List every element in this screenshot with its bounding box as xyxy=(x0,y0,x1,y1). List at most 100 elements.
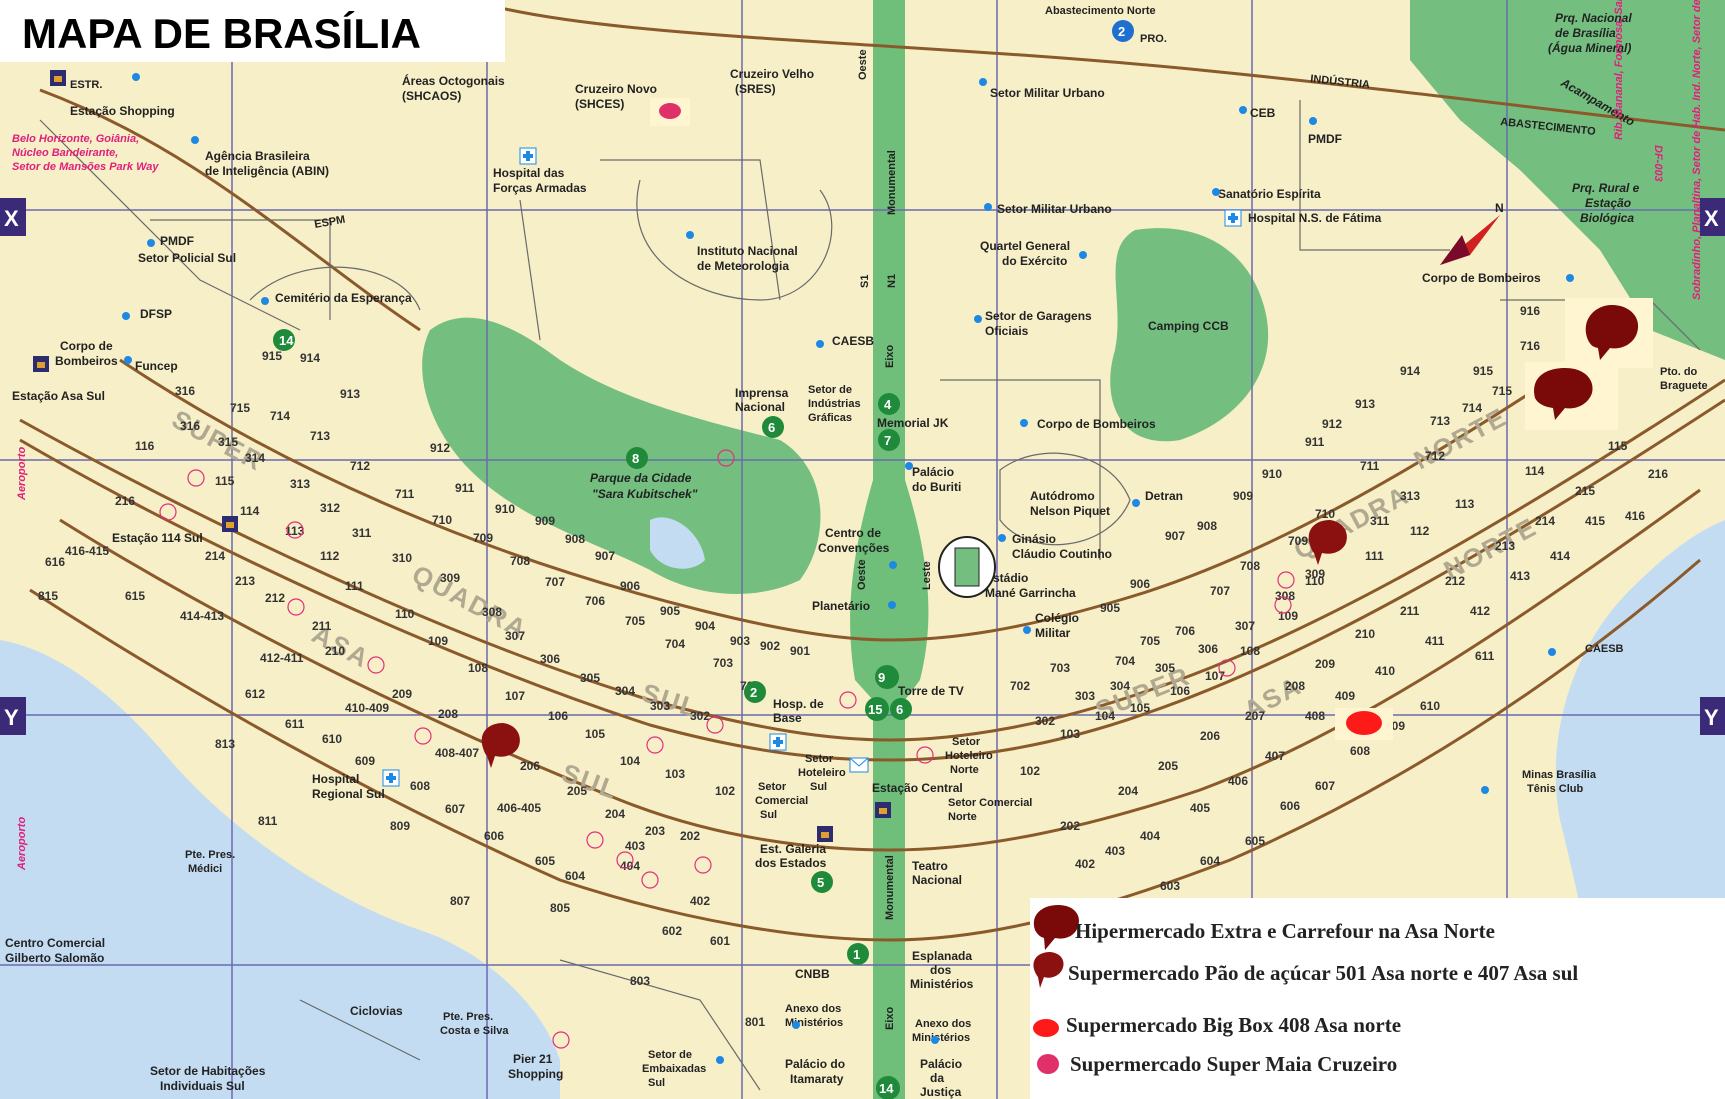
place-camping: Camping CCB xyxy=(1148,319,1229,333)
place-corpo-bombeiros-c: Corpo de Bombeiros xyxy=(1037,417,1156,431)
label-df003: DF-003 xyxy=(1652,145,1664,182)
legend: Hipermercado Extra e Carrefour na Asa No… xyxy=(1030,898,1725,1099)
svg-text:416: 416 xyxy=(1625,509,1645,523)
svg-text:912: 912 xyxy=(430,441,450,455)
svg-text:414-413: 414-413 xyxy=(180,609,224,623)
svg-text:813: 813 xyxy=(215,737,235,751)
svg-text:402: 402 xyxy=(690,894,710,908)
svg-text:807: 807 xyxy=(450,894,470,908)
svg-text:Y: Y xyxy=(1704,705,1719,730)
place-ginasio-2: Cláudio Coutinho xyxy=(1012,547,1112,561)
svg-text:616: 616 xyxy=(45,555,65,569)
svg-text:4: 4 xyxy=(884,397,892,412)
svg-text:910: 910 xyxy=(1262,467,1282,481)
stadium-icon xyxy=(938,536,996,598)
svg-text:109: 109 xyxy=(428,634,448,648)
place-caesb: CAESB xyxy=(832,334,874,348)
svg-text:112: 112 xyxy=(320,549,340,563)
place-comercial-n-2: Norte xyxy=(948,811,977,823)
legend-item-super-maia: Supermercado Super Maia Cruzeiro xyxy=(1037,1052,1397,1076)
route-badge-1: 1 xyxy=(847,943,869,965)
svg-text:X: X xyxy=(1704,206,1719,231)
route-badge-12: 9 xyxy=(875,665,899,689)
marker-hipermercado-extra xyxy=(1565,298,1653,368)
svg-text:408-407: 408-407 xyxy=(435,746,479,760)
svg-text:303: 303 xyxy=(1075,689,1095,703)
svg-text:713: 713 xyxy=(1430,414,1450,428)
svg-text:213: 213 xyxy=(1495,539,1515,553)
block-labels-north: 916 915 914 913 912 911 910 909 908 907 … xyxy=(1010,304,1668,893)
eixo-monumental xyxy=(850,0,929,1099)
route-badge-6: 6 xyxy=(890,698,912,720)
svg-text:714: 714 xyxy=(270,409,290,423)
place-inmet-1: Instituto Nacional xyxy=(697,244,798,258)
svg-text:703: 703 xyxy=(713,656,733,670)
place-setor-habitacoes-2: Individuais Sul xyxy=(160,1079,245,1093)
place-imprensa-2: Nacional xyxy=(735,400,785,414)
svg-text:212: 212 xyxy=(1445,574,1465,588)
svg-text:902: 902 xyxy=(760,639,780,653)
svg-text:203: 203 xyxy=(645,824,665,838)
svg-text:5: 5 xyxy=(817,875,824,890)
svg-text:213: 213 xyxy=(235,574,255,588)
place-hoteleiro-s-1: Setor xyxy=(805,753,834,765)
svg-text:405: 405 xyxy=(1190,801,1210,815)
svg-text:709: 709 xyxy=(473,531,493,545)
svg-text:313: 313 xyxy=(290,477,310,491)
place-prq-rural-3: Biológica xyxy=(1580,211,1634,225)
block-labels-south: 915 914 913 912 911 910 909 908 907 906 … xyxy=(38,349,810,1029)
svg-text:606: 606 xyxy=(1280,799,1300,813)
svg-text:913: 913 xyxy=(340,387,360,401)
svg-text:311: 311 xyxy=(1370,514,1390,528)
place-aeroporto-1: Aeroporto xyxy=(16,447,28,501)
svg-text:104: 104 xyxy=(620,754,640,768)
svg-text:911: 911 xyxy=(455,481,475,495)
svg-text:907: 907 xyxy=(1165,529,1185,543)
svg-text:908: 908 xyxy=(1197,519,1217,533)
route-badge-8: 7 xyxy=(878,429,900,451)
place-galeria-1: Est. Galeria xyxy=(760,842,826,856)
pink-dot-icon xyxy=(1037,1054,1059,1074)
svg-text:6: 6 xyxy=(896,702,903,717)
hospital-icon xyxy=(519,147,537,165)
svg-text:105: 105 xyxy=(585,727,605,741)
place-pte-medici-1: Pte. Pres. xyxy=(185,849,235,861)
svg-text:610: 610 xyxy=(1420,699,1440,713)
svg-text:214: 214 xyxy=(1535,514,1555,528)
legend-box xyxy=(1030,898,1725,1099)
place-esplanada-2: dos xyxy=(930,963,952,977)
svg-text:210: 210 xyxy=(325,644,345,658)
svg-text:710: 710 xyxy=(1315,507,1335,521)
svg-text:703: 703 xyxy=(1050,661,1070,675)
svg-text:604: 604 xyxy=(1200,854,1220,868)
svg-text:702: 702 xyxy=(1010,679,1030,693)
svg-text:601: 601 xyxy=(710,934,730,948)
place-prq-rural-2: Estação xyxy=(1585,196,1631,210)
svg-text:304: 304 xyxy=(1110,679,1130,693)
svg-text:611: 611 xyxy=(1475,649,1495,663)
place-industria: INDÚSTRIA xyxy=(1310,72,1371,91)
svg-text:14: 14 xyxy=(279,333,294,348)
svg-text:707: 707 xyxy=(545,575,565,589)
svg-text:713: 713 xyxy=(310,429,330,443)
svg-text:715: 715 xyxy=(1492,384,1512,398)
svg-text:907: 907 xyxy=(595,549,615,563)
svg-text:415: 415 xyxy=(1585,514,1605,528)
place-estr: ESTR. xyxy=(70,79,102,91)
legend-item-big-box: Supermercado Big Box 408 Asa norte xyxy=(1033,1013,1401,1037)
place-embaixadas-3: Sul xyxy=(648,1077,665,1089)
legend-label-super-maia: Supermercado Super Maia Cruzeiro xyxy=(1070,1052,1397,1076)
svg-text:108: 108 xyxy=(468,661,488,675)
svg-text:608: 608 xyxy=(410,779,430,793)
place-pto-braguete-1: Pto. do xyxy=(1660,366,1698,378)
svg-text:612: 612 xyxy=(245,687,265,701)
svg-text:211: 211 xyxy=(312,619,332,633)
route-badge-9: 8 xyxy=(626,447,648,469)
place-cemiterio: Cemitério da Esperança xyxy=(275,291,412,305)
place-pto-braguete-2: Braguete xyxy=(1660,380,1708,392)
svg-text:306: 306 xyxy=(540,652,560,666)
parque-da-cidade xyxy=(422,317,821,594)
svg-text:103: 103 xyxy=(1060,727,1080,741)
